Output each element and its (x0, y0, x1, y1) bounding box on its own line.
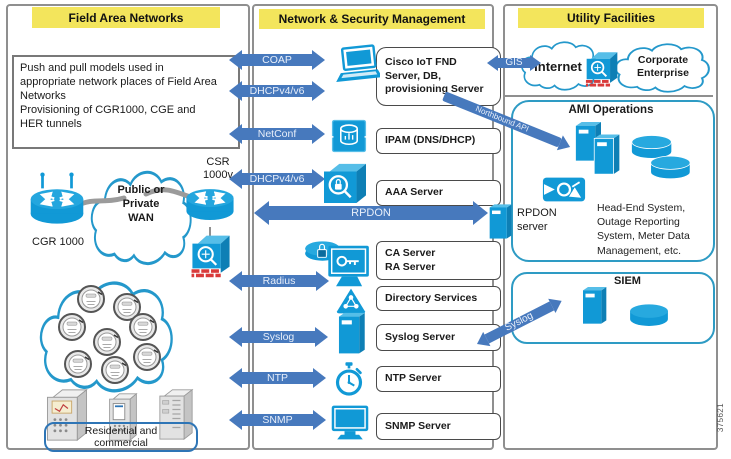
directory-services-icon (336, 288, 366, 314)
dhcp-top-arrow: DHCPv4/v6 (229, 80, 325, 102)
residential-cabinet-icon (46, 388, 88, 442)
ntp-clock-icon (335, 362, 363, 396)
snmp-arrow-label: SNMP (262, 413, 293, 426)
netconf-arrow-label: NetConf (257, 127, 297, 140)
ntp-server-box: NTP Server (376, 366, 501, 392)
figure-number: 375621 (716, 403, 725, 433)
internet-label: Internet (534, 59, 582, 74)
meter-cabinet-icon (109, 392, 138, 442)
smart-meters-group (58, 285, 161, 384)
cgr1000-label: CGR 1000 (32, 236, 84, 248)
gis-arrow: GIS (487, 54, 541, 72)
internet-firewall-icon (585, 52, 618, 87)
rpdon-server-label: RPDON server (517, 207, 557, 234)
coap-arrow: COAP (229, 49, 325, 71)
wan-cloud-label: Public or Private WAN (117, 184, 165, 224)
rpdon-arrow: RPDON (254, 200, 488, 226)
corporate-enterprise-label: Corporate Enterprise (637, 54, 689, 80)
fnd-server-box: Cisco IoT FND Server, DB, provisioning S… (376, 47, 501, 106)
ca-ra-server-box: CA Server RA Server (376, 241, 501, 280)
field-area-note: Push and pull models used in appropriate… (12, 55, 240, 149)
headend-description: Head-End System, Outage Reporting System… (597, 202, 690, 257)
siem-title: SIEM (614, 275, 641, 287)
syslog-server-icon (338, 312, 365, 354)
syslog-arrow: Syslog (229, 326, 328, 348)
utility-facilities-title: Utility Facilities (566, 11, 656, 25)
ntp-arrow: NTP (229, 367, 326, 389)
ca-ra-server-icon (305, 241, 369, 287)
rpdon-arrow-label: RPDON (351, 206, 391, 219)
dhcp-mid-arrow-label: DHCPv4/v6 (249, 172, 305, 185)
field-area-networks-header: Field Area Networks (32, 7, 220, 28)
rpdon-server-icon (489, 204, 512, 239)
aaa-server-box: AAA Server (376, 180, 501, 206)
arrowhead-left (229, 50, 242, 70)
headend-databases-icon (631, 135, 691, 180)
residential-commercial-label: Residential and commercial (44, 422, 198, 452)
optical-switch-icon (542, 177, 586, 204)
radius-arrow-label: Radius (262, 274, 296, 287)
snmp-monitor-icon (331, 405, 369, 440)
ami-operations-title: AMI Operations (568, 104, 654, 116)
siem-database-icon (630, 304, 668, 326)
csr1000v-router-icon (186, 189, 234, 220)
ipam-server-box: IPAM (DNS/DHCP) (376, 128, 501, 154)
dhcp-mid-arrow: DHCPv4/v6 (229, 168, 325, 190)
network-security-header: Network & Security Management (259, 9, 485, 29)
meter-icons (58, 285, 161, 384)
arrowhead-right (312, 50, 325, 70)
dhcp-top-arrow-label: DHCPv4/v6 (249, 84, 305, 97)
ipam-database-icon (328, 119, 370, 153)
utility-panel-divider (505, 95, 713, 97)
headend-servers-icon (575, 121, 620, 175)
gis-arrow-label: GIS (505, 57, 523, 68)
siem-server-icon (583, 287, 607, 324)
aaa-security-icon (324, 163, 366, 203)
netconf-arrow: NetConf (229, 123, 325, 145)
csr1000v-label: CSR 1000v (203, 156, 233, 182)
radius-arrow: Radius (229, 270, 329, 292)
fnd-laptop-icon (336, 44, 380, 82)
syslog-server-box: Syslog Server (376, 324, 501, 351)
network-security-title: Network & Security Management (278, 12, 466, 26)
firewall-icon (191, 235, 230, 278)
syslog-arrow-label: Syslog (262, 330, 295, 343)
directory-services-box: Directory Services (376, 286, 501, 311)
utility-facilities-header: Utility Facilities (518, 8, 704, 28)
snmp-server-box: SNMP Server (376, 413, 501, 440)
ntp-arrow-label: NTP (267, 371, 288, 384)
snmp-arrow: SNMP (229, 409, 326, 431)
coap-arrow-label: COAP (262, 53, 292, 66)
field-area-networks-title: Field Area Networks (68, 10, 184, 25)
cgr1000-router-icon (30, 172, 84, 224)
